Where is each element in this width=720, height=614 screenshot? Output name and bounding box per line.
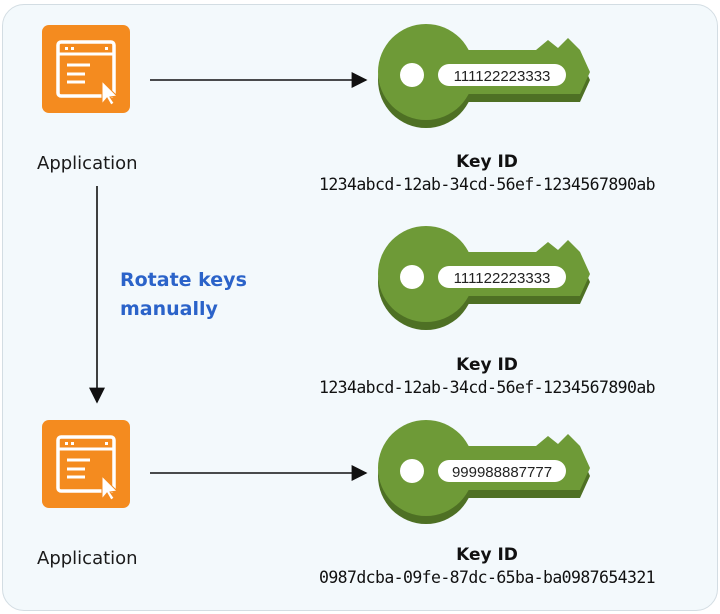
- key-icon: 111122223333: [378, 24, 590, 128]
- key-value: 111122223333: [454, 270, 551, 287]
- key-id-title: Key ID: [456, 355, 518, 375]
- key-id-value: 1234abcd-12ab-34cd-56ef-1234567890ab: [318, 378, 656, 397]
- key-id-title: Key ID: [456, 152, 518, 172]
- app-label-bottom: Application: [37, 548, 138, 569]
- key-value: 111122223333: [454, 68, 551, 85]
- key-icon: 111122223333: [378, 226, 590, 330]
- app-label-top: Application: [37, 153, 138, 174]
- key-id-title: Key ID: [456, 545, 518, 565]
- key-id-middle: Key ID 1234abcd-12ab-34cd-56ef-123456789…: [287, 355, 687, 397]
- key-id-value: 1234abcd-12ab-34cd-56ef-1234567890ab: [318, 175, 656, 194]
- key-value: 999988887777: [452, 464, 552, 481]
- rotate-line-2: manually: [120, 298, 218, 320]
- application-window-cursor-icon: [42, 420, 130, 508]
- rotate-line-1: Rotate keys: [120, 269, 247, 291]
- key-icon: 999988887777: [378, 420, 590, 524]
- key-id-value: 0987dcba-09fe-87dc-65ba-ba0987654321: [318, 568, 656, 587]
- key-id-top: Key ID 1234abcd-12ab-34cd-56ef-123456789…: [287, 152, 687, 194]
- key-id-bottom: Key ID 0987dcba-09fe-87dc-65ba-ba0987654…: [287, 545, 687, 587]
- application-window-cursor-icon: [42, 25, 130, 113]
- rotate-keys-label: Rotate keys manually: [120, 266, 247, 324]
